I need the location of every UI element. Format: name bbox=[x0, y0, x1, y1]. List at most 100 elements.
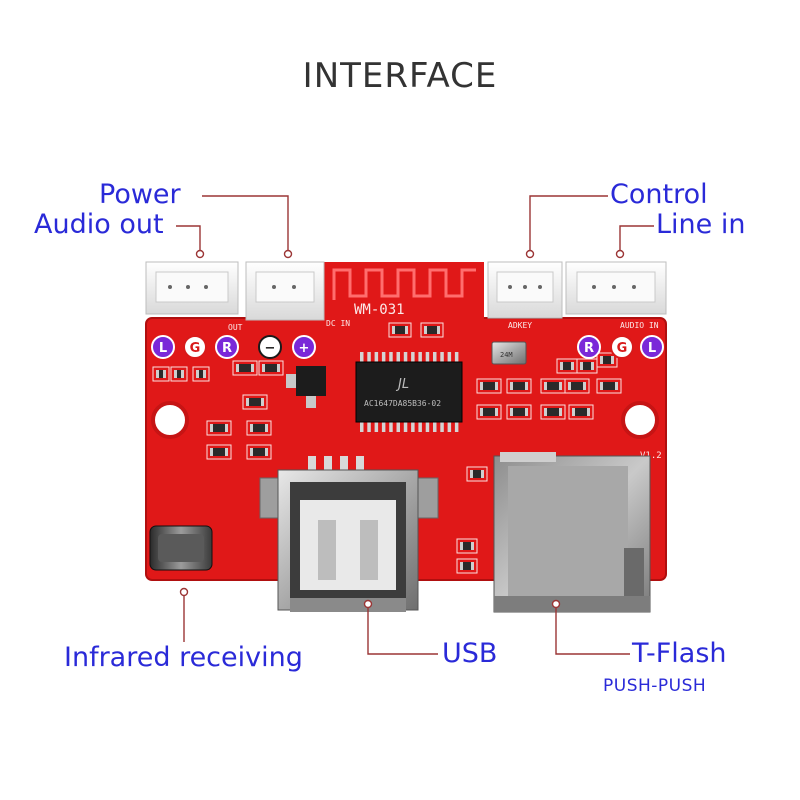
smd-part bbox=[544, 382, 562, 390]
silk-audio-in: AUDIO IN bbox=[620, 321, 659, 330]
smd-outline bbox=[576, 358, 598, 374]
pin-badge-g: G bbox=[183, 335, 207, 359]
smd-part bbox=[470, 470, 484, 478]
smd-outline bbox=[568, 404, 594, 420]
label-infrared: Infrared receiving bbox=[64, 642, 303, 673]
leader-line-in bbox=[619, 225, 654, 250]
smd-part bbox=[262, 364, 280, 372]
smd-pad bbox=[265, 424, 268, 432]
smd-pad bbox=[568, 382, 571, 390]
leader-audio-out bbox=[176, 225, 201, 250]
smd-part bbox=[392, 326, 408, 334]
smd-outline bbox=[466, 466, 488, 482]
mount-hole-left bbox=[151, 401, 189, 439]
smd-part bbox=[424, 326, 440, 334]
smd-pad bbox=[236, 364, 239, 372]
smd-pad bbox=[481, 470, 484, 478]
svg-text:JL: JL bbox=[395, 377, 409, 392]
pin-badge-g: G bbox=[610, 335, 634, 359]
leader-lines bbox=[176, 195, 654, 655]
smd-outline bbox=[540, 404, 566, 420]
smd-outline bbox=[456, 538, 478, 554]
smd-part bbox=[510, 382, 528, 390]
smd-pad bbox=[587, 408, 590, 416]
smd-pad bbox=[262, 364, 265, 372]
svg-text:L: L bbox=[159, 341, 167, 356]
silk-out: OUT bbox=[228, 323, 243, 332]
smd-pad bbox=[510, 382, 513, 390]
smd-pad bbox=[265, 448, 268, 456]
smd-pad bbox=[525, 408, 528, 416]
smd-part bbox=[174, 370, 184, 378]
svg-text:L: L bbox=[648, 341, 656, 356]
label-power: Power bbox=[99, 179, 181, 210]
smd-outline bbox=[170, 366, 188, 382]
smd-pad bbox=[460, 542, 463, 550]
smd-part bbox=[250, 448, 268, 456]
smd-outline bbox=[192, 366, 210, 382]
leader-control bbox=[529, 195, 608, 250]
smd-pad bbox=[600, 382, 603, 390]
smd-outline bbox=[476, 378, 502, 394]
smd-part bbox=[480, 382, 498, 390]
board-version: V1.2 bbox=[640, 451, 662, 461]
svg-text:G: G bbox=[617, 341, 628, 356]
smd-outline bbox=[246, 420, 272, 436]
smd-pad bbox=[591, 362, 594, 370]
smd-pad bbox=[203, 370, 206, 378]
smd-pad bbox=[480, 382, 483, 390]
label-push-push: PUSH-PUSH bbox=[603, 676, 707, 696]
smd-pad bbox=[250, 424, 253, 432]
silk-adkey: ADKEY bbox=[508, 321, 532, 330]
smd-part bbox=[156, 370, 166, 378]
smd-pad bbox=[611, 356, 614, 364]
smd-part bbox=[460, 562, 474, 570]
smd-part bbox=[600, 382, 618, 390]
page-title: INTERFACE bbox=[302, 56, 498, 96]
smd-pad bbox=[210, 448, 213, 456]
smd-pad bbox=[544, 408, 547, 416]
connector-audio-out bbox=[145, 261, 239, 315]
chip-text: AC1647DA85B36-02 bbox=[364, 399, 441, 408]
crystal: 24M bbox=[491, 341, 527, 365]
smd-outline bbox=[420, 322, 444, 338]
leader-power bbox=[202, 195, 289, 250]
smd-part bbox=[250, 424, 268, 432]
smd-outline bbox=[506, 378, 532, 394]
smd-part bbox=[510, 408, 528, 416]
tflash-socket bbox=[493, 452, 651, 613]
smd-pad bbox=[495, 382, 498, 390]
smd-pad bbox=[251, 364, 254, 372]
smd-part bbox=[236, 364, 254, 372]
smd-pad bbox=[250, 448, 253, 456]
smd-pad bbox=[261, 398, 264, 406]
smd-outline bbox=[242, 394, 268, 410]
label-usb: USB bbox=[442, 638, 498, 669]
ir-receiver bbox=[149, 525, 213, 571]
smd-part bbox=[572, 408, 590, 416]
pin-badge-l: L bbox=[640, 335, 664, 359]
silk-dc-in: DC IN bbox=[326, 319, 350, 328]
smd-part bbox=[210, 424, 228, 432]
smd-part bbox=[568, 382, 586, 390]
smd-pad bbox=[181, 370, 184, 378]
smd-outline bbox=[232, 360, 258, 376]
smd-part bbox=[246, 398, 264, 406]
smd-part bbox=[580, 362, 594, 370]
pin-badge-l: L bbox=[151, 335, 175, 359]
smd-pad bbox=[600, 356, 603, 364]
svg-text:R: R bbox=[584, 341, 594, 356]
smd-pad bbox=[405, 326, 408, 334]
smd-pad bbox=[174, 370, 177, 378]
smd-outline bbox=[476, 404, 502, 420]
antenna-trace bbox=[332, 268, 476, 300]
smd-pad bbox=[437, 326, 440, 334]
smd-pad bbox=[572, 408, 575, 416]
smd-pad bbox=[571, 362, 574, 370]
label-audio-out: Audio out bbox=[34, 209, 164, 240]
smd-pad bbox=[544, 382, 547, 390]
connector-power bbox=[245, 261, 325, 321]
smd-pad bbox=[559, 408, 562, 416]
label-line-in: Line in bbox=[656, 209, 746, 240]
